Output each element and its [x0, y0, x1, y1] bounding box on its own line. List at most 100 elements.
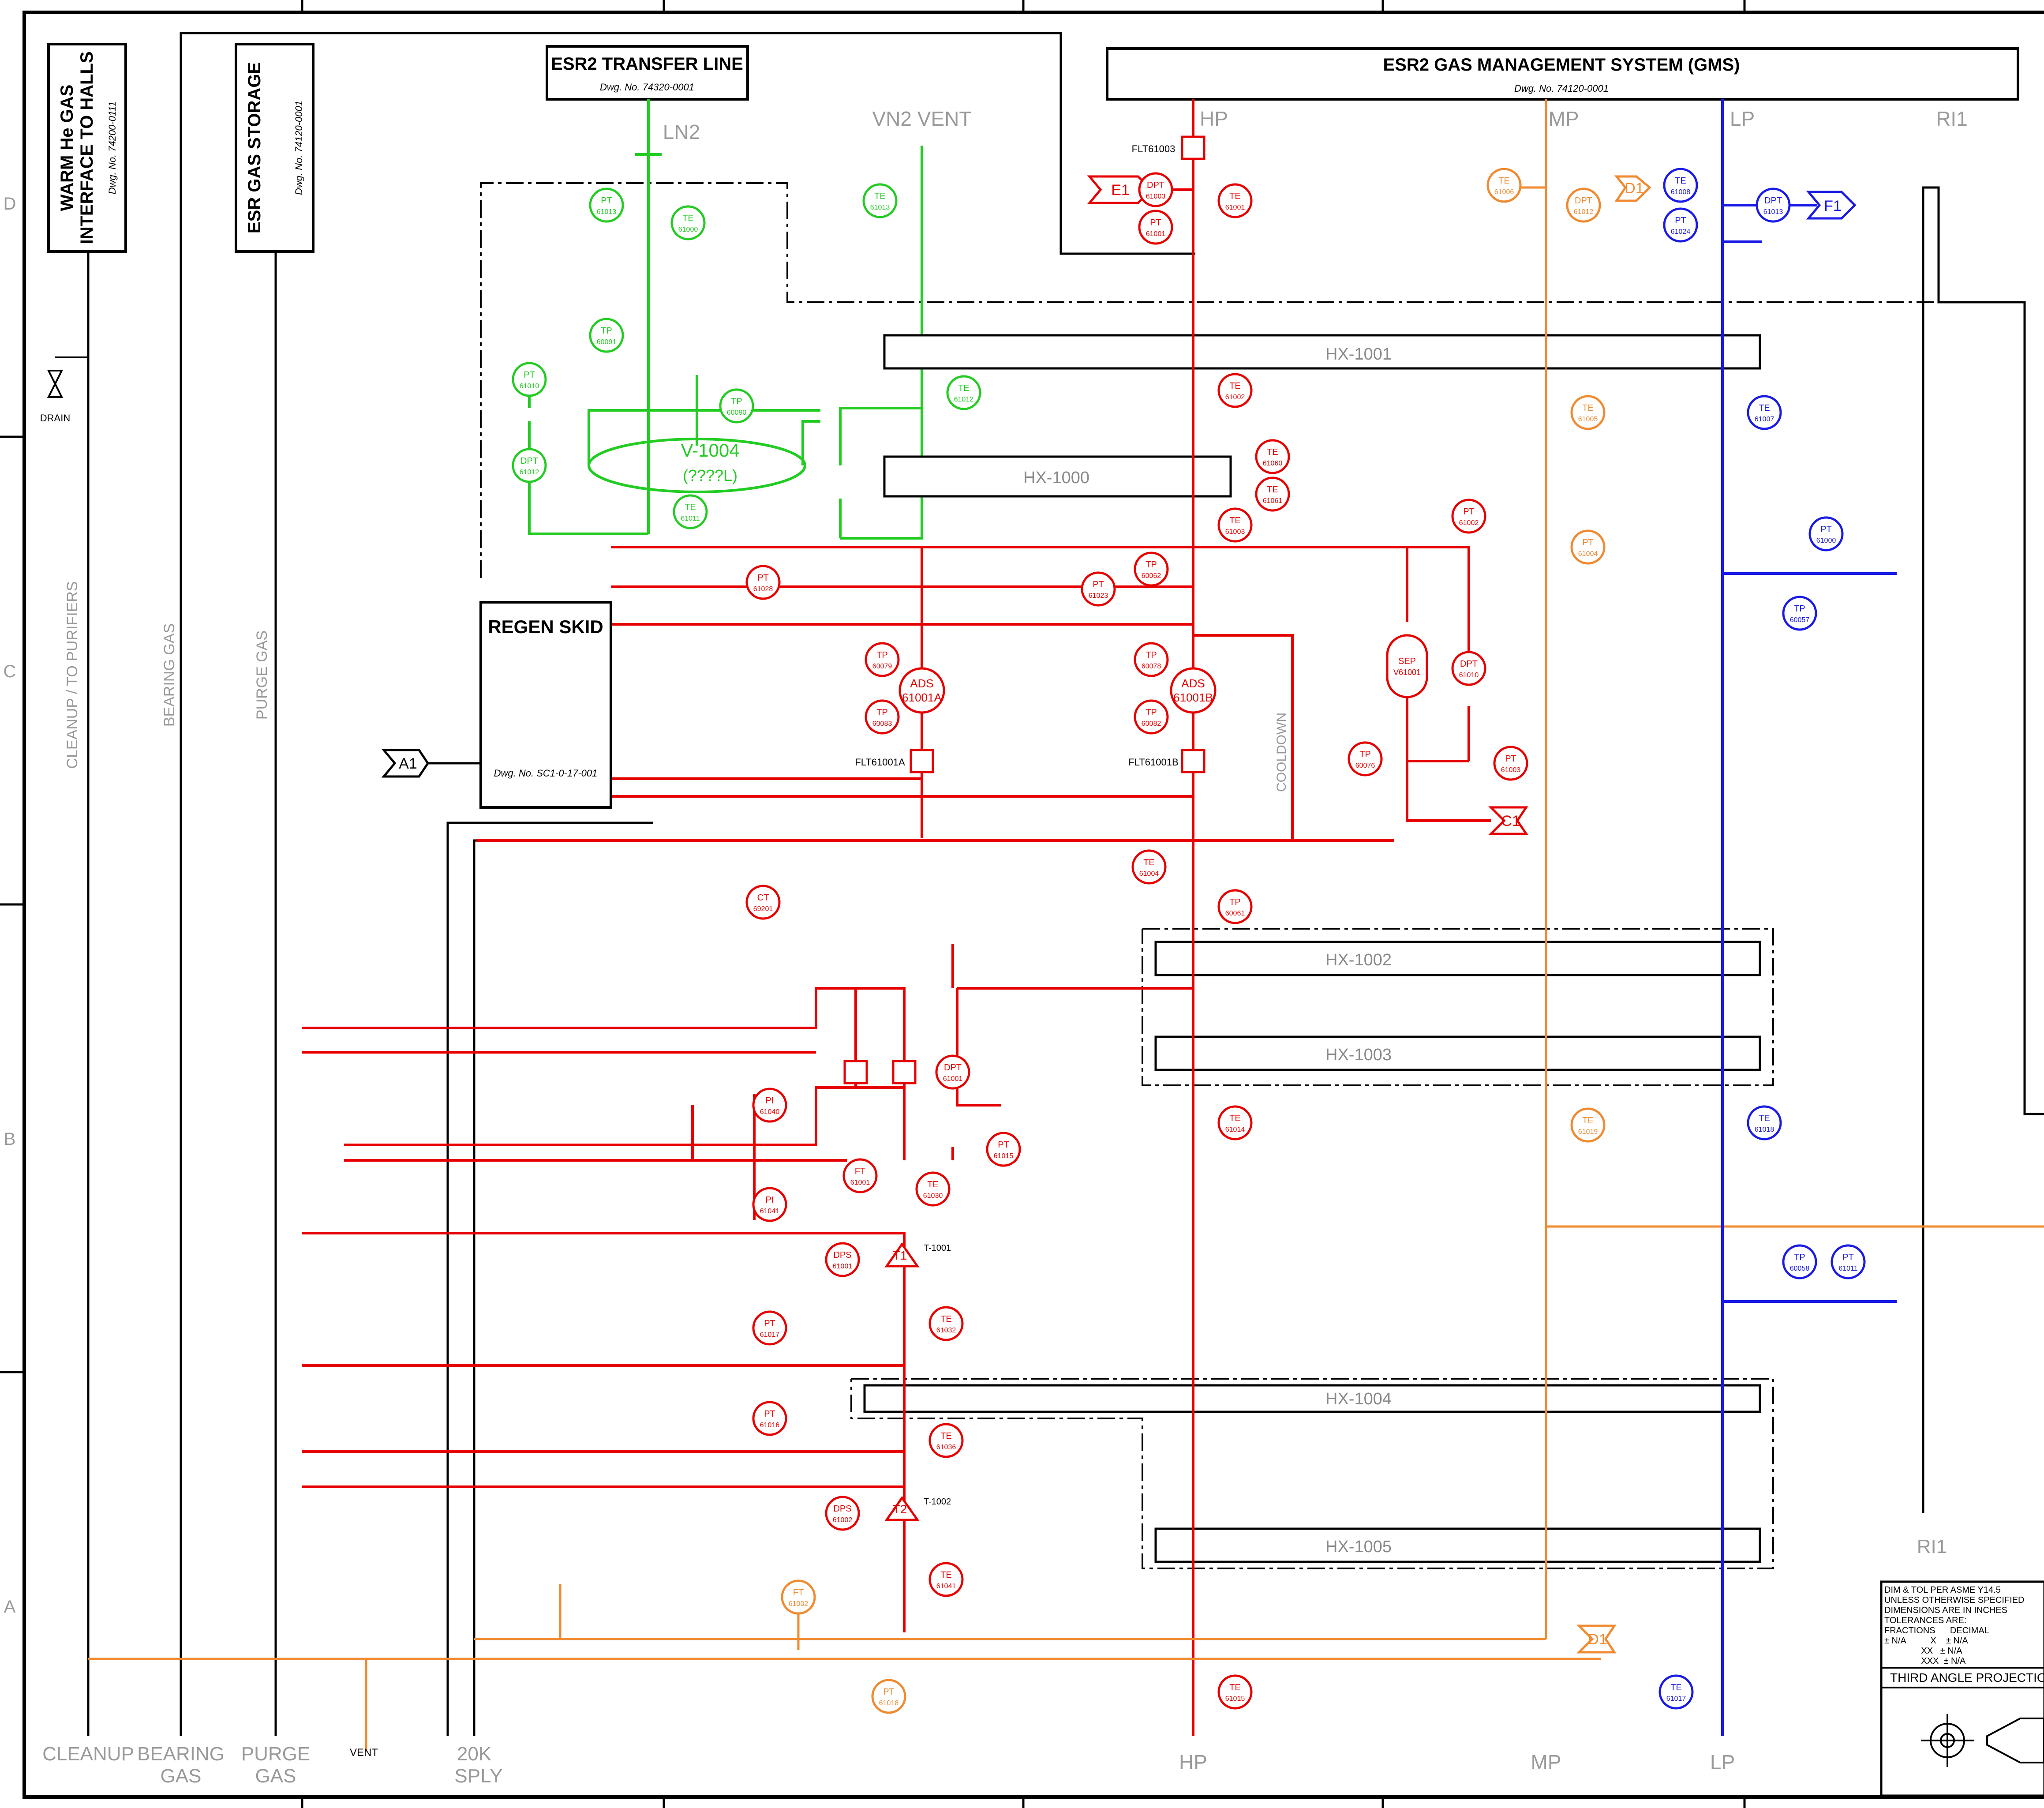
instrument-tag: TP [1146, 560, 1157, 570]
turbines [884, 1242, 920, 1521]
instrument-bubble [1782, 1244, 1817, 1279]
instrument-tag: TE [1759, 1114, 1770, 1123]
instrument-number: 61017 [760, 1331, 780, 1339]
side-label-cleanup: CLEANUP / TO PURIFIERS [64, 581, 81, 769]
instrument-tp-60062: TP 60062 [1134, 551, 1169, 587]
instrument-bubble [1217, 183, 1253, 218]
footer-ri: RI1 [1917, 1536, 1947, 1557]
instrument-bubble [1134, 699, 1169, 735]
instrument-tag: TE [682, 214, 694, 223]
instrument-number: 61028 [753, 585, 773, 593]
instrument-number: 61032 [936, 1327, 956, 1334]
instrument-tag: TE [940, 1314, 952, 1324]
vessel-volume: (????L) [683, 466, 737, 484]
footer-lp: LP [1710, 1751, 1735, 1774]
instrument-bubble [1570, 395, 1606, 430]
instrument-bubble [589, 188, 624, 223]
ads-a-num: 61001A [902, 691, 942, 704]
lp-header: LP [1730, 107, 1755, 130]
instrument-tag: TP [1146, 708, 1157, 717]
instrument-number: 60062 [1142, 572, 1161, 580]
instrument-tag: DPT [1460, 659, 1478, 669]
kf40-valve[interactable] [47, 356, 88, 398]
hx-1004-boundary [850, 1378, 1774, 1569]
instrument-tag: TE [1582, 403, 1594, 413]
warm-he-title-1: WARM He GAS [57, 85, 77, 211]
instrument-bubble [745, 885, 781, 920]
instrument-tag: TE [1675, 176, 1686, 186]
instrument-tag: PI [766, 1096, 774, 1106]
instrument-bubble [825, 1496, 860, 1531]
instrument-bubble [1217, 1674, 1253, 1710]
footer-sply-1: 20K [457, 1743, 491, 1765]
instrument-bubble [1217, 889, 1253, 924]
instrument-number: 61005 [1578, 416, 1598, 423]
instrument-bubble [935, 1054, 970, 1090]
instrument-bubble [673, 494, 708, 529]
instrument-bubble [1663, 168, 1698, 203]
connector-d1-top: D1 [1625, 180, 1643, 197]
transfer-line-dwg: Dwg. No. 74320-0001 [600, 82, 694, 93]
kf40-label: DRAIN [40, 413, 70, 424]
instrument-number: 61013 [597, 208, 617, 216]
footer-sply-2: SPLY [454, 1765, 502, 1787]
instrument-tag: TP [1229, 897, 1241, 907]
instrument-number: 61002 [1225, 394, 1245, 401]
instrument-bubble [745, 565, 781, 600]
ri-line [1922, 186, 2044, 1513]
instrument-tag: PT [1842, 1253, 1854, 1262]
instrument-tag: TE [1267, 447, 1278, 457]
instrument-number: 61001 [943, 1075, 963, 1083]
instrument-number: 61040 [760, 1108, 780, 1116]
storage-dwg: Dwg. No. 74120-0001 [293, 101, 304, 195]
instrument-number: 61023 [1089, 592, 1108, 600]
side-label-bearing: BEARING GAS [161, 623, 178, 727]
instrument-tag: DPS [833, 1504, 851, 1514]
vessel-name: V-1004 [681, 440, 739, 461]
footer-hp: HP [1179, 1751, 1207, 1774]
instrument-bubble [1808, 516, 1844, 551]
storage-title: ESR GAS STORAGE [245, 62, 264, 233]
instrument-bubble [1570, 1107, 1606, 1143]
grid-row-a: A [4, 1597, 16, 1617]
instrument-number: 61010 [1459, 671, 1479, 679]
instrument-tag: PT [883, 1687, 895, 1697]
instrument-number: 60091 [597, 338, 617, 346]
instrument-number: 61030 [923, 1192, 943, 1200]
instrument-tag: TP [1359, 750, 1371, 759]
instrument-tag: TE [1143, 858, 1155, 867]
instrument-bubble [670, 205, 706, 240]
instrument-te-61018: TE 61018 [1747, 1105, 1782, 1140]
grid-row-b: B [4, 1129, 16, 1149]
instrument-number: 61003 [1146, 193, 1166, 200]
instrument-bubble [928, 1562, 964, 1597]
instrument-number: 61000 [678, 226, 698, 233]
tb-line-4: FRACTIONS DECIMAL [1884, 1626, 1989, 1635]
instrument-tag: FT [793, 1588, 804, 1598]
instrument-tag: PT [524, 370, 535, 380]
instrument-number: 61006 [1494, 188, 1514, 196]
instrument-bubble [928, 1423, 964, 1458]
instrument-bubble [986, 1132, 1021, 1167]
filter-flt61003: FLT61003 [1132, 143, 1175, 154]
instrument-number: 61018 [1755, 1126, 1774, 1133]
